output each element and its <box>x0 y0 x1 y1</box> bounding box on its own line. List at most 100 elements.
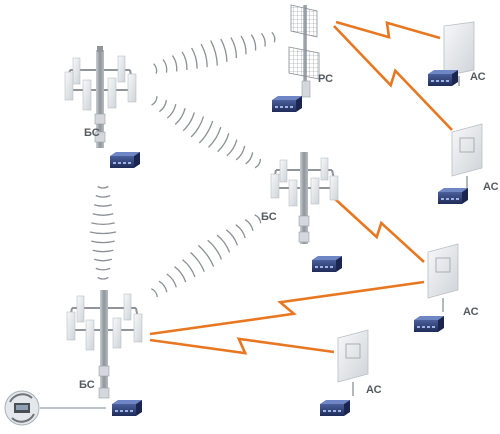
network-router-icon <box>414 316 444 332</box>
wave-arc <box>91 240 115 244</box>
wave-arc <box>162 59 168 73</box>
wave-arc <box>97 276 109 280</box>
wave-arc <box>207 239 223 260</box>
wave-link-bs-top-to-bs-mid <box>151 96 262 169</box>
wave-link-bs-top-to-bs-bottom <box>89 185 117 280</box>
panel-antenna-icon <box>451 123 483 190</box>
wave-arc <box>245 152 254 165</box>
as-label-1: АС <box>470 71 486 83</box>
radio-link-rs-to-as-1 <box>335 20 441 40</box>
base-station-bottom <box>66 290 143 399</box>
network-device-as-4 <box>320 400 350 416</box>
base-station-top <box>64 46 137 148</box>
wave-arc <box>190 116 205 138</box>
wave-arc <box>271 31 276 43</box>
network-device-as-3 <box>414 316 444 332</box>
wave-arc <box>191 47 198 69</box>
wave-arc <box>254 214 262 224</box>
radio-link-bs-bottom-to-as-3 <box>149 280 425 336</box>
subscriber-antenna-4 <box>337 329 369 396</box>
wave-link-bs-bottom-to-bs-mid <box>151 214 262 298</box>
wave-arc <box>197 244 215 267</box>
network-router-icon <box>112 400 142 416</box>
network-router-icon <box>428 70 458 86</box>
wave-arc <box>217 133 230 153</box>
wave-arc <box>181 51 188 71</box>
wave-arc <box>92 249 114 253</box>
wave-arc <box>91 222 115 226</box>
wave-arc <box>226 139 238 157</box>
radio-link-rs-to-as-2 <box>333 25 453 131</box>
subscriber-antenna-3 <box>427 243 459 312</box>
as-label-2: АС <box>483 181 499 193</box>
wave-arc <box>200 43 208 68</box>
wave-arc <box>166 273 177 288</box>
cell-tower-icon <box>64 46 137 148</box>
wave-arc <box>95 267 111 271</box>
network-device-as-1 <box>428 70 458 86</box>
wave-arc <box>151 288 158 298</box>
wave-arc <box>260 32 266 47</box>
wave-arc <box>174 108 186 125</box>
radio-link-bs-mid-to-as-3 <box>333 197 425 263</box>
wave-arc <box>240 35 247 55</box>
relay-station <box>288 4 320 98</box>
wave-arc <box>235 224 246 239</box>
as-label-4: АС <box>366 384 382 396</box>
network-router-icon <box>438 188 468 204</box>
wave-arc <box>95 194 111 198</box>
panel-antenna-icon <box>443 21 475 86</box>
cell-tower-icon <box>66 290 143 399</box>
radio-link-bs-bottom-to-as-4 <box>149 337 335 355</box>
wave-arc <box>159 99 168 113</box>
wave-arc <box>235 145 246 161</box>
network-device-bs-top <box>110 152 140 168</box>
base-station-middle <box>270 152 339 244</box>
wave-arc <box>171 55 178 72</box>
wave-arc <box>97 185 109 189</box>
panel-antenna-icon <box>337 329 369 396</box>
wave-arc <box>89 231 117 235</box>
network-router-icon <box>272 96 302 112</box>
wave-arc <box>153 63 158 74</box>
cell-tower-icon <box>270 152 339 244</box>
wave-arc <box>210 40 218 66</box>
network-router-icon <box>110 152 140 168</box>
panel-antenna-icon <box>427 243 459 312</box>
wave-link-bs-top-to-rs <box>153 31 276 74</box>
wave-arc <box>250 34 257 51</box>
wave-arc <box>225 229 239 246</box>
wave-arc <box>93 258 113 262</box>
wave-arc <box>220 38 228 62</box>
wave-arc <box>208 126 222 148</box>
wave-arc <box>182 112 195 132</box>
wave-arc <box>254 158 262 169</box>
bs-top-label: БС <box>84 127 100 139</box>
network-device-as-2 <box>438 188 468 204</box>
network-router-icon <box>320 400 350 416</box>
wave-arc <box>174 266 187 283</box>
wave-arc <box>158 280 168 293</box>
rs-label: РС <box>318 73 334 85</box>
network-cloud-icon <box>4 390 40 426</box>
network-device-rs <box>272 96 302 112</box>
wave-arc <box>198 120 214 144</box>
grid-antenna-icon <box>288 4 320 98</box>
wave-arc <box>190 252 205 273</box>
wave-arc <box>92 213 114 216</box>
wave-arc <box>182 259 196 278</box>
subscriber-antenna-1 <box>443 21 475 86</box>
bs-bottom-label: БС <box>79 379 95 391</box>
network-device-bs-mid <box>312 256 342 272</box>
network-router-icon <box>312 256 342 272</box>
wave-arc <box>230 37 238 59</box>
wave-arc <box>93 204 113 207</box>
subscriber-antenna-2 <box>451 123 483 190</box>
wave-arc <box>166 103 177 119</box>
network-device-bs-bottom <box>112 400 142 416</box>
bs-middle-label: БС <box>261 211 277 223</box>
as-label-3: АС <box>463 306 479 318</box>
wave-arc <box>244 219 254 231</box>
